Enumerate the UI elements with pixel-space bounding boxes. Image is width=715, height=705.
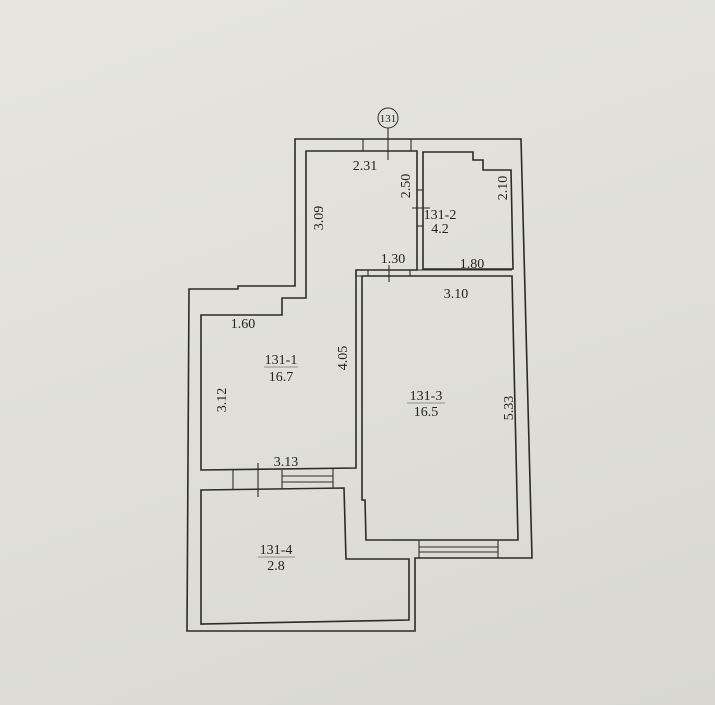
unit-marker-circle — [377, 107, 399, 129]
dim-hall-left: 3.09 — [312, 206, 327, 231]
dim-room1-top: 1.60 — [231, 317, 256, 332]
dim-bath-right: 2.10 — [496, 176, 511, 201]
partition — [355, 270, 362, 277]
room-area-131-1: 16.7 — [269, 370, 294, 385]
dim-hall-opening: 1.30 — [381, 252, 406, 267]
dim-hall-top: 2.31 — [353, 159, 378, 174]
room-label-131-3: 131-3 — [410, 389, 443, 404]
room-131-4-outline — [200, 487, 410, 625]
dim-room1-left: 3.12 — [215, 388, 230, 413]
dim-room3-right: 5.33 — [502, 396, 517, 421]
room-label-131-2: 131-2 — [424, 208, 457, 223]
room-131-1-outline — [200, 150, 418, 471]
dim-bath-bottom: 1.80 — [460, 257, 485, 272]
dim-hall-right: 2.50 — [399, 174, 414, 199]
outer-wall — [186, 138, 533, 632]
room-label-131-4: 131-4 — [260, 543, 293, 558]
room-area-131-3: 16.5 — [414, 405, 439, 420]
unit-marker: 131 — [380, 113, 397, 125]
dim-room3-top: 3.10 — [444, 287, 469, 302]
room-131-3-outline — [361, 275, 519, 541]
room-area-131-2: 4.2 — [431, 222, 449, 237]
dim-room1-bottom: 3.13 — [274, 455, 299, 470]
room-area-131-4: 2.8 — [267, 559, 285, 574]
dim-room1-right: 4.05 — [336, 346, 351, 371]
room-131-2-outline — [422, 151, 514, 270]
room-label-131-1: 131-1 — [265, 353, 298, 368]
